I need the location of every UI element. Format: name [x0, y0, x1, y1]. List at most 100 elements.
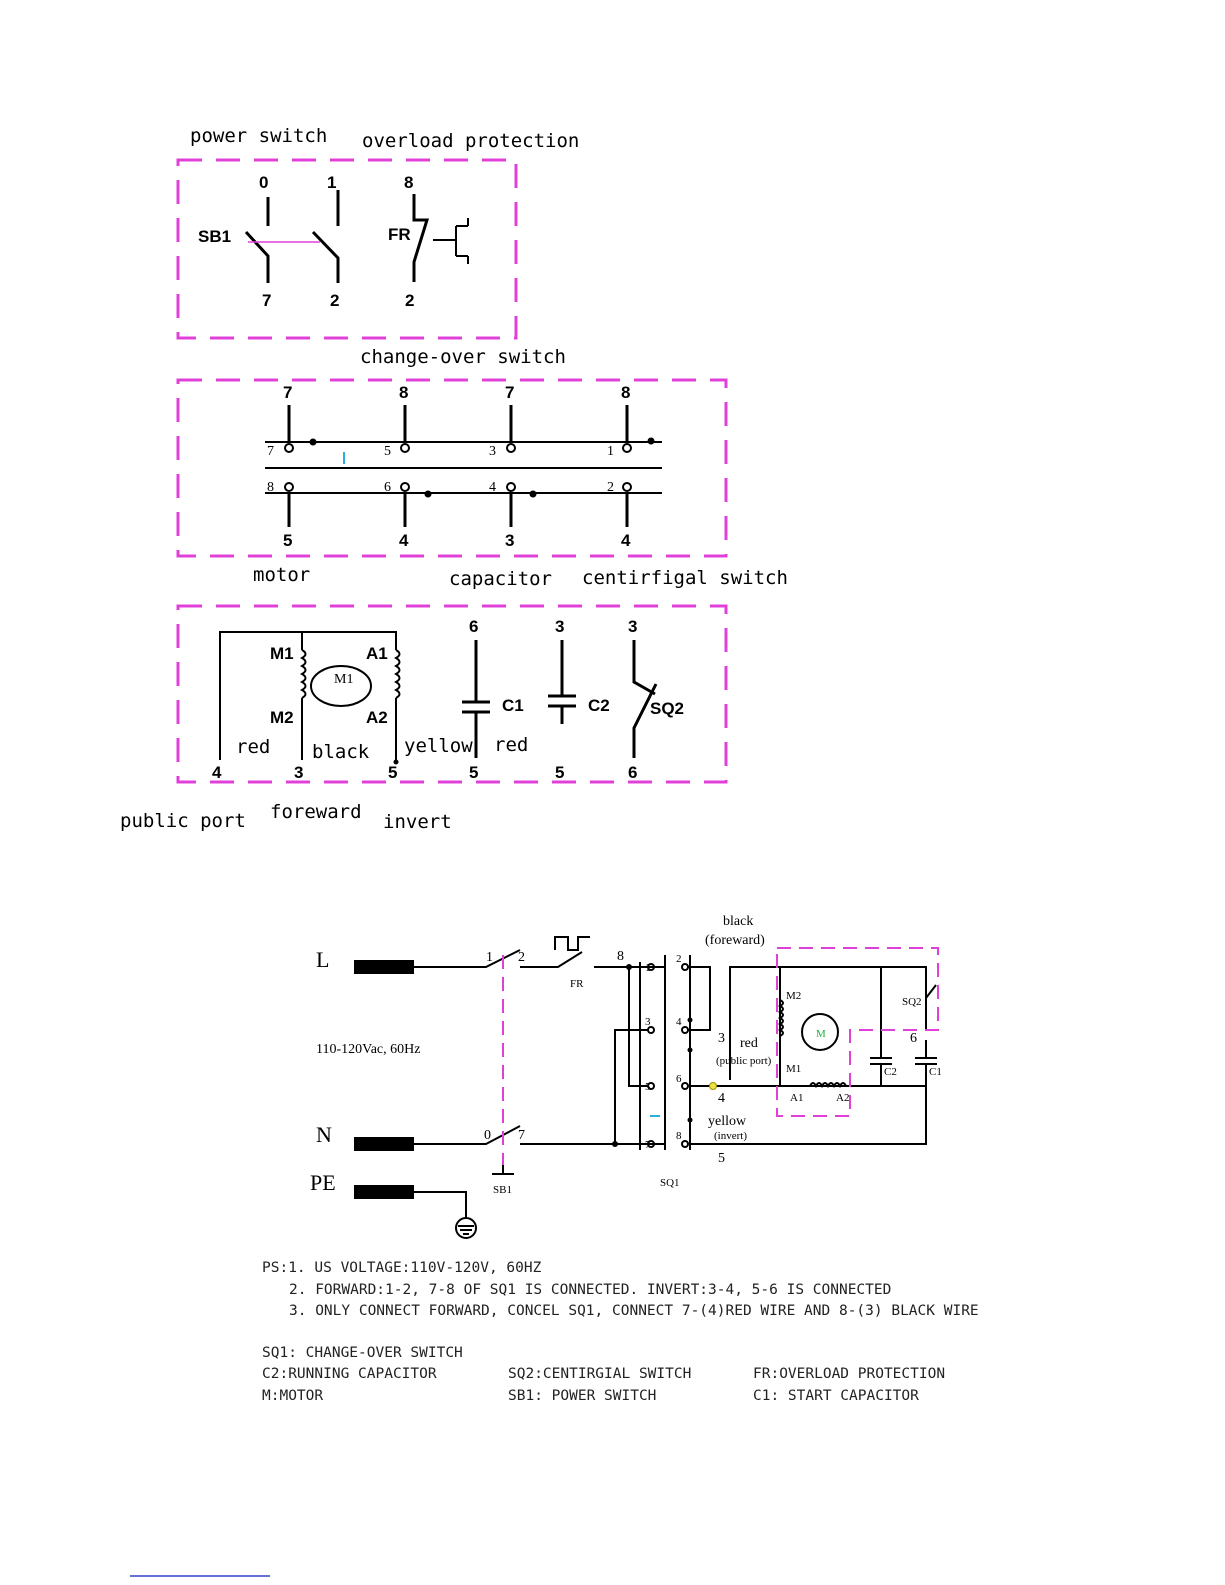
wire-yellow: yellow [708, 1114, 747, 1129]
sq2-terminal-6: 6 [628, 763, 637, 782]
port-foreward: foreward [270, 801, 362, 823]
co-top-8a: 8 [399, 383, 408, 402]
c2-terminal-3: 3 [555, 617, 564, 636]
c2-label: C2 [588, 696, 610, 715]
sq1-c5: 5 [645, 1081, 651, 1093]
legend-sq2: SQ2:CENTIRGIAL SWITCH [508, 1366, 691, 1382]
co-bottom-3: 3 [505, 531, 514, 550]
num-7: 7 [518, 1128, 525, 1143]
co-lower-2: 2 [607, 480, 614, 495]
legend-fr: FR:OVERLOAD PROTECTION [753, 1366, 945, 1382]
sb1-terminal-7: 7 [262, 291, 271, 310]
sb1-terminal-0: 0 [259, 173, 268, 192]
port-public: public port [120, 810, 246, 832]
co-upper-1: 1 [607, 444, 614, 459]
legend-c1: C1: START CAPACITOR [753, 1388, 919, 1404]
num-6: 6 [910, 1031, 917, 1046]
co-lower-8: 8 [267, 480, 274, 495]
sq2-part-label: SQ2 [902, 996, 922, 1008]
motor-terminal-5: 5 [388, 763, 397, 782]
sq1-c2: 2 [676, 953, 682, 965]
motor-terminal-3: 3 [294, 763, 303, 782]
co-top-7b: 7 [505, 383, 514, 402]
sq1-c1: 1 [645, 962, 651, 974]
sq2-label: SQ2 [650, 699, 684, 718]
c2-part-label: C2 [884, 1066, 897, 1078]
c1-label: C1 [502, 696, 524, 715]
overload-protection-title: overload protection [362, 130, 579, 152]
m2-part-label: M2 [786, 990, 801, 1002]
wire-red-sub: (public port) [716, 1055, 772, 1067]
num-5: 5 [718, 1151, 725, 1166]
centrifugal-title: centirfigal switch [582, 567, 788, 589]
wire-black: black [723, 914, 753, 929]
motor-a2-label: A2 [366, 708, 388, 727]
wire-black-label: black [312, 741, 370, 763]
legend-sb1: SB1: POWER SWITCH [508, 1388, 656, 1404]
line-n-label: N [316, 1122, 332, 1147]
sb1-contacts [244, 190, 340, 283]
sq2-terminal-3: 3 [628, 617, 637, 636]
sq1-c6: 6 [676, 1073, 682, 1085]
motor-title: motor [253, 564, 310, 586]
co-lower-4: 4 [489, 480, 496, 495]
c1-terminal-6: 6 [469, 617, 478, 636]
line-pe-label: PE [310, 1170, 336, 1195]
co-upper-7: 7 [267, 444, 274, 459]
sb1-terminal-2: 2 [330, 291, 339, 310]
c2-terminal-5: 5 [555, 763, 564, 782]
c1-part-label: C1 [929, 1066, 942, 1078]
num-0: 0 [484, 1128, 491, 1143]
motor-drawing [219, 631, 401, 765]
fr-contact [412, 194, 430, 282]
co-bottom-4b: 4 [621, 531, 631, 550]
a2-part-label: A2 [836, 1092, 849, 1104]
note-ps2: 2. FORWARD:1-2, 7-8 OF SQ1 IS CONNECTED.… [289, 1282, 891, 1298]
co-bottom-4a: 4 [399, 531, 409, 550]
motor-m-label: M [816, 1028, 826, 1040]
wire-yellow-sub: (invert) [714, 1130, 747, 1142]
changeover-box [176, 378, 728, 558]
fr-label: FR [388, 225, 411, 244]
sq1-c3: 3 [645, 1016, 651, 1028]
a1-part-label: A1 [790, 1092, 803, 1104]
sq1-c7: 7 [645, 1139, 651, 1151]
sq1-c4: 4 [676, 1016, 682, 1028]
wire-red2-label: red [494, 734, 528, 756]
co-upper-5: 5 [384, 444, 391, 459]
fr-terminal-8: 8 [404, 173, 413, 192]
port-invert: invert [383, 811, 452, 833]
wire-black-sub: (foreward) [705, 933, 765, 948]
fr-thermal-element [433, 218, 469, 264]
num-4: 4 [718, 1091, 725, 1106]
legend-c2: C2:RUNNING CAPACITOR [262, 1366, 437, 1382]
sq1-c8: 8 [676, 1130, 682, 1142]
motor-m1-label: M1 [270, 644, 294, 663]
changeover-switch [265, 405, 662, 527]
wire-red: red [740, 1036, 758, 1051]
num-2: 2 [518, 950, 525, 965]
num-1: 1 [486, 950, 493, 965]
m1-part-label: M1 [786, 1063, 801, 1075]
changeover-title: change-over switch [360, 346, 566, 368]
power-switch-box [176, 158, 518, 340]
co-bottom-5: 5 [283, 531, 292, 550]
capacitors-drawing [462, 640, 576, 758]
motor-a1-label: A1 [366, 644, 388, 663]
legend-m: M:MOTOR [262, 1388, 323, 1404]
legend-sq1: SQ1: CHANGE-OVER SWITCH [262, 1345, 463, 1361]
wire-yellow-label: yellow [404, 735, 473, 757]
co-top-8b: 8 [621, 383, 630, 402]
c1-terminal-5: 5 [469, 763, 478, 782]
sb1-part-label: SB1 [493, 1184, 512, 1196]
motor-box [176, 604, 728, 784]
co-lower-6: 6 [384, 480, 391, 495]
fr-terminal-2: 2 [405, 291, 414, 310]
voltage-label: 110-120Vac, 60Hz [316, 1042, 420, 1057]
note-ps3: 3. ONLY CONNECT FORWARD, CONCEL SQ1, CON… [289, 1303, 979, 1319]
sq2-contact [632, 640, 658, 758]
co-upper-3: 3 [489, 444, 496, 459]
sq1-part-label: SQ1 [660, 1177, 680, 1189]
power-switch-title: power switch [190, 125, 327, 147]
